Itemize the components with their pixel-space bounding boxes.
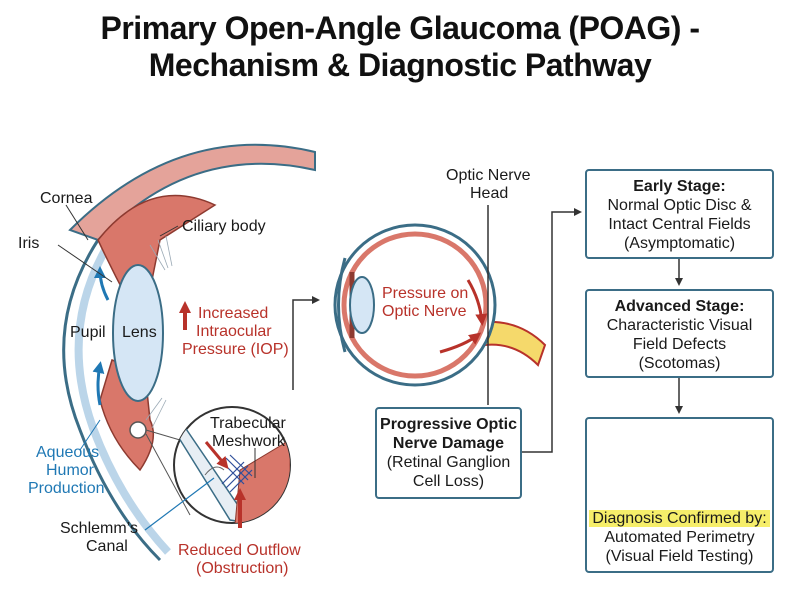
- label-outflow-line-2: (Obstruction): [196, 560, 288, 577]
- label-pressure-line-2: Optic Nerve: [382, 303, 467, 320]
- diagnosis-line-2: (Visual Field Testing): [605, 548, 754, 565]
- zonule-fibers: [145, 235, 173, 429]
- page-title: Primary Open-Angle Glaucoma (POAG) - Mec…: [0, 10, 800, 84]
- label-lens: Lens: [122, 324, 157, 341]
- aqueous-flow-arrow-up: [94, 266, 110, 301]
- label-iop-line-1: Increased: [198, 305, 268, 322]
- label-onh-line-2: Head: [470, 185, 508, 202]
- label-schlemm-line-1: Schlemm’s: [60, 520, 138, 537]
- label-aqueous-line-2: Humor: [46, 462, 95, 479]
- label-aqueous-line-3: Production: [28, 480, 105, 497]
- angle-node: [129, 421, 147, 439]
- aqueous-leader: [79, 419, 101, 451]
- label-cornea: Cornea: [40, 190, 93, 207]
- trabecular-zoom-inset: [144, 406, 291, 531]
- label-outflow-line-1: Reduced Outflow: [178, 542, 301, 559]
- label-aqueous-line-1: Aqueous: [36, 444, 99, 461]
- eyeball-outer: [333, 223, 497, 387]
- anterior-eye-illustration: [57, 143, 316, 562]
- eyeball-lens: [349, 276, 375, 334]
- label-trabecular-line-1: Trabecular: [210, 415, 287, 432]
- zoom-connector-1: [145, 429, 181, 441]
- label-iris: Iris: [18, 235, 39, 252]
- damage-body-line-1: (Retinal Ganglion: [386, 454, 511, 471]
- early-stage-line-3: (Asymptomatic): [623, 235, 736, 252]
- optic-nerve-shape: [484, 320, 547, 367]
- diagnosis-line-1: Automated Perimetry: [604, 529, 755, 546]
- iris-leader: [57, 244, 113, 283]
- aqueous-flow-arrow-lower: [92, 361, 105, 406]
- advanced-stage-line-2: Field Defects: [632, 336, 727, 353]
- cornea-leader: [65, 204, 89, 241]
- diagnosis-highlight-line: Diagnosis Confirmed by:: [587, 509, 772, 528]
- eyeball-cornea: [337, 257, 347, 353]
- sclera-shape: [68, 143, 316, 242]
- cornea-outer: [62, 239, 162, 562]
- connector-damage-to-early: [522, 208, 582, 453]
- lens-shape: [112, 264, 164, 402]
- diagnosis-box: Diagnosis Confirmed by: Automated Perime…: [585, 417, 774, 573]
- label-iop-line-2: Intraocular: [196, 323, 272, 340]
- damage-head-line-1: Progressive Optic: [380, 416, 517, 433]
- label-schlemm-line-2: Canal: [86, 538, 128, 555]
- connector-eye-to-nerve: [292, 296, 320, 390]
- advanced-stage-box: Advanced Stage: Characteristic Visual Fi…: [585, 289, 774, 378]
- pressure-arrow-2: [439, 332, 482, 354]
- damage-body-line-2: Cell Loss): [412, 473, 485, 490]
- label-pupil: Pupil: [70, 324, 106, 341]
- label-onh-line-1: Optic Nerve: [446, 167, 531, 184]
- early-stage-box: Early Stage: Normal Optic Disc & Intact …: [585, 169, 774, 259]
- advanced-stage-line-3: (Scotomas): [638, 355, 721, 372]
- early-stage-line-2: Intact Central Fields: [608, 216, 751, 233]
- label-iop-line-3: Pressure (IOP): [182, 341, 289, 358]
- diagnosis-highlight: Diagnosis Confirmed by:: [589, 510, 770, 527]
- label-ciliary-body: Ciliary body: [182, 218, 266, 235]
- schlemm-leader: [144, 477, 215, 531]
- advanced-stage-head: Advanced Stage:: [614, 298, 745, 315]
- early-stage-head: Early Stage:: [633, 178, 726, 195]
- damage-box: Progressive Optic Nerve Damage (Retinal …: [375, 407, 522, 499]
- cornea-inner: [74, 242, 171, 555]
- early-stage-line-1: Normal Optic Disc &: [607, 197, 752, 214]
- title-line-1: Primary Open-Angle Glaucoma (POAG) -: [100, 10, 701, 46]
- eyeball-retina: [341, 231, 489, 379]
- title-line-2: Mechanism & Diagnostic Pathway: [148, 47, 652, 83]
- pressure-arrow-1: [466, 279, 488, 326]
- label-pressure-line-1: Pressure on: [382, 285, 468, 302]
- whole-eye-illustration: [333, 205, 547, 405]
- advanced-stage-line-1: Characteristic Visual: [606, 317, 753, 334]
- label-trabecular-line-2: Meshwork: [212, 433, 286, 450]
- outflow-blocked-arrow: [204, 441, 229, 470]
- ciliary-leader: [159, 225, 179, 237]
- damage-head-line-2: Nerve Damage: [392, 435, 505, 452]
